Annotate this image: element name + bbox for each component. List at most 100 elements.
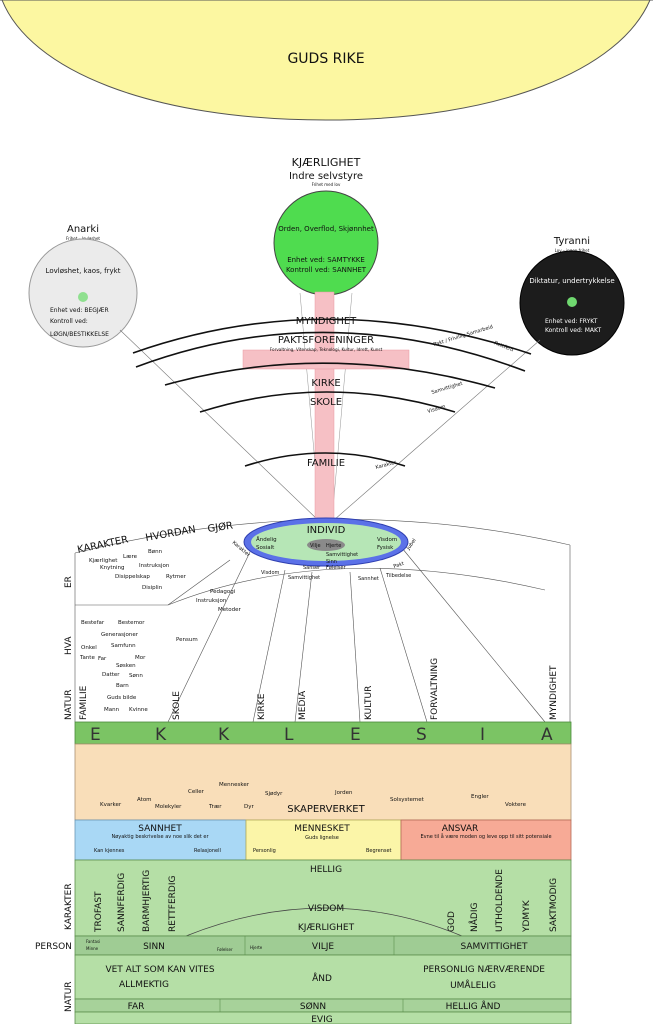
col-kirke: KIRKE — [257, 693, 267, 720]
fan-sannhet: Sannhet — [358, 576, 379, 582]
arc-samvittighet: Samvittighet — [431, 381, 464, 396]
sannhet-kan-kjennes: Kan kjennes — [94, 848, 125, 854]
creation-panel — [74, 743, 572, 821]
col-skole: SKOLE — [172, 691, 182, 720]
ekklesia-letter-3: L — [284, 725, 294, 745]
fan-tilbedelse: Tilbedelse — [385, 573, 411, 579]
fan-line-7 — [167, 559, 231, 606]
col-forvaltning: FORVALTNING — [430, 658, 440, 720]
family-0: Bestefar — [81, 620, 105, 626]
hellig-title: HELLIG — [310, 865, 342, 875]
individ-samvittighet: Samvittighet — [326, 552, 358, 558]
ansvar-panel — [400, 819, 572, 861]
family-2: Generasjoner — [101, 632, 139, 638]
method-7: Disiplin — [142, 585, 163, 591]
sannhet-desc: Nøyaktig beskrivelse av noe slik det er — [111, 834, 209, 840]
arc-familie — [244, 452, 406, 467]
trait-left-3: RETTFERDIG — [168, 876, 178, 932]
arc-rettferd: Rettferd — [493, 340, 514, 353]
sannhet-title: SANNHET — [138, 824, 182, 834]
trait-right-0: GOD — [447, 911, 457, 932]
fan-line-6 — [401, 547, 546, 723]
person-sinn: SINN — [143, 942, 165, 952]
mennesket-personlig: Personlig — [253, 848, 276, 854]
fan-line-3 — [294, 571, 313, 723]
ekklesia-band — [74, 721, 572, 745]
person-hjerte: Hjerte — [250, 945, 263, 950]
ekklesia-letter-0: E — [90, 725, 101, 745]
method-1: Lære — [123, 554, 138, 560]
individ-fysisk: Fysisk — [377, 545, 394, 551]
method-2: Bønn — [148, 549, 163, 555]
arc-pakts-sub: Forvaltning, Vitenskap, Teknologi, Kultu… — [270, 347, 383, 352]
creation-item-4: Trær — [208, 804, 222, 810]
fan-line-4 — [349, 571, 361, 723]
label-natur-fan: NATUR — [64, 689, 74, 720]
anarchy-title: Anarki — [67, 224, 99, 235]
family-9: Datter — [102, 672, 120, 678]
trait-right-4: SAKTMODIG — [549, 878, 559, 932]
mennesket-panel — [245, 819, 402, 861]
individ-sosialt: Sosialt — [256, 545, 275, 551]
sannhet-relasjonell: Relasjonell — [194, 848, 221, 854]
fan-pensum: Pensum — [176, 637, 198, 643]
kingdom-title: GUDS RIKE — [287, 51, 364, 67]
kingdom-arc — [0, 0, 653, 121]
trinity-far: FAR — [128, 1002, 145, 1012]
label-hva: HVA — [64, 636, 74, 655]
family-3: Onkel — [81, 645, 97, 651]
col-familie: FAMILIE — [79, 685, 89, 720]
col-kultur: KULTUR — [364, 686, 374, 720]
trait-right-3: YDMYK — [522, 899, 532, 933]
anarchy-tagline: Frihet – lovløshet — [66, 236, 100, 241]
ansvar-desc: Evne til å være moden og leve opp til si… — [420, 833, 551, 840]
natur-vet-alt: VET ALT SOM KAN VITES — [105, 965, 214, 975]
col-myndighet: MYNDIGHET — [549, 665, 559, 720]
creation-item-3: Celler — [188, 789, 205, 795]
person-samvittighet: SAMVITTIGHET — [460, 942, 528, 952]
ekklesia-letter-1: K — [155, 725, 167, 745]
method-4: Instruksjon — [139, 563, 170, 569]
individ-visdom: Visdom — [377, 537, 397, 543]
natur-allmektig: ALLMEKTIG — [119, 980, 169, 990]
tyranny-unity: Enhet ved: FRYKT — [545, 318, 598, 325]
creation-item-7: Sjødyr — [265, 791, 283, 797]
trinity-hellig-and: HELLIG ÅND — [446, 1000, 501, 1012]
anarchy-circle-text: Lovløshet, kaos, frykt — [46, 267, 121, 275]
fan-inner-arc — [167, 567, 546, 606]
person-label: PERSON — [35, 942, 72, 952]
fan-hvordan: HVORDAN — [145, 524, 197, 544]
tyranny-title: Tyranni — [553, 236, 590, 247]
creation-item-11: Voktere — [505, 802, 527, 808]
creation-item-5: Mennesker — [219, 782, 250, 788]
ekklesia-letter-6: I — [480, 725, 485, 745]
sannhet-panel — [74, 819, 247, 861]
arc-kirke-label: KIRKE — [311, 378, 340, 389]
natur-and: ÅND — [312, 972, 332, 984]
creation-item-0: Kvarker — [100, 802, 122, 808]
fan-samvittighet: Samvittighet — [288, 575, 320, 581]
ansvar-title: ANSVAR — [442, 824, 479, 834]
arc-visdom: Visdom — [427, 404, 446, 415]
method-6: Rytmer — [166, 574, 187, 580]
ekklesia-letters: E K K L E S I A — [90, 725, 553, 745]
ekklesia-letter-7: A — [541, 725, 553, 745]
tyranny-tagline: Lov – ingen frihet — [555, 248, 590, 253]
evig-label: EVIG — [311, 1015, 332, 1024]
kjaerlighet-label: KJÆRLIGHET — [298, 923, 355, 933]
arc-pakts-label: PAKTSFORENINGER — [278, 335, 374, 346]
mennesket-guds-lignelse: Guds lignelse — [305, 835, 339, 841]
method-3: Knytning — [100, 565, 125, 571]
love-title: KJÆRLIGHET — [292, 156, 361, 169]
creation-item-10: Engler — [471, 794, 489, 800]
natur-umaalig: UMÅLELIG — [450, 979, 496, 991]
funnel-center-right — [331, 292, 353, 521]
family-6: Far — [98, 656, 107, 662]
trait-right-2: UTHOLDENDE — [495, 869, 505, 932]
love-circle-text: Orden, Overflod, Skjønnhet — [278, 225, 374, 233]
love-circle — [273, 190, 379, 296]
hellig-panel — [74, 859, 572, 937]
arc-skole — [199, 391, 456, 413]
individ-vilje: Vilje — [310, 543, 321, 549]
fan-line-2 — [252, 569, 286, 723]
